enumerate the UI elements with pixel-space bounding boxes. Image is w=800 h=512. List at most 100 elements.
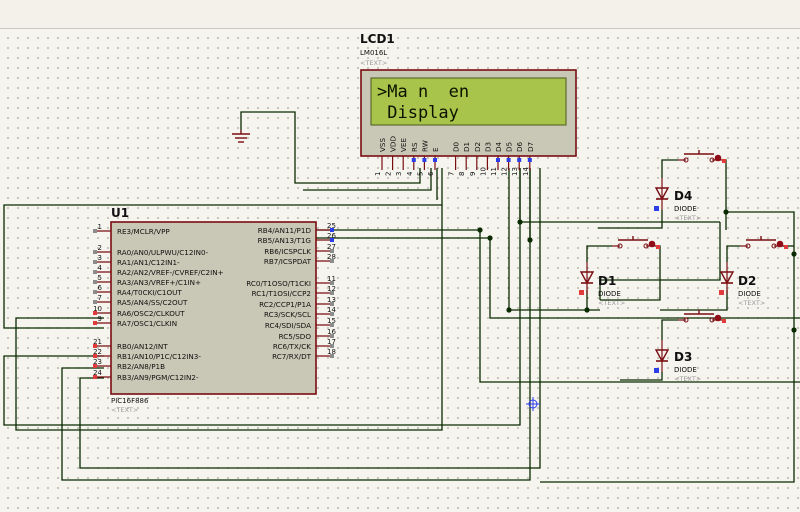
mcu-pin-number: 2: [98, 244, 102, 252]
mcu-pin-label: RB2/AN8/P1B: [117, 362, 165, 371]
diode-part-name: DIODE: [674, 205, 697, 213]
lcd-part-name: LM016L: [360, 49, 387, 57]
lcd-pin-name: VDD: [389, 136, 398, 152]
button-pin-state: [722, 319, 726, 323]
mcu-body: [110, 221, 317, 395]
lcd-pin-number: 5: [416, 172, 424, 176]
rb4-wire: [316, 229, 800, 383]
mcu-pin-state: [330, 302, 334, 306]
mcu-pin-state: [93, 250, 97, 254]
mcu-pin-state: [330, 228, 334, 232]
mcu-pin-state: [93, 229, 97, 233]
d4-down: [598, 210, 663, 229]
mcu-pin-state: [330, 281, 334, 285]
mcu-pin-number: 21: [93, 338, 102, 346]
mcu-pin-number: 11: [327, 275, 336, 283]
mcu-pin-number: 6: [98, 284, 103, 292]
mcu-pin-label: RA7/OSC1/CLKIN: [117, 319, 177, 328]
lcd-module[interactable]: >Ma n en Display LCD1 LM016L <TEXT> VSS1…: [360, 32, 577, 176]
pushbutton-1[interactable]: [678, 150, 726, 163]
junctions: [477, 209, 797, 333]
button-indicator-icon: [776, 240, 784, 248]
lcd-pin-name: D1: [462, 142, 471, 152]
lcd-screen: [370, 77, 567, 126]
lcd-pin-number: 13: [511, 167, 519, 176]
diode-symbol-icon: [719, 271, 735, 285]
button-indicator-icon: [714, 314, 722, 322]
mcu-pin-label: RB5/AN13/T1G: [258, 236, 311, 245]
diode-reference: D4: [674, 189, 692, 203]
button-indicator-icon: [714, 154, 722, 162]
lcd-line-2: Display: [377, 103, 459, 123]
lcd-pin-state: [517, 158, 522, 162]
pushbutton-2[interactable]: [612, 236, 660, 249]
mcu-pin-label: RA1/AN1/C12IN1-: [117, 258, 180, 267]
mcu-pin-number: 26: [327, 232, 336, 240]
mcu-pin-number: 25: [327, 222, 336, 230]
mcu-pin-number: 27: [327, 243, 336, 251]
mcu-pin-number: 3: [98, 254, 102, 262]
mcu-pin-label: RC4/SDI/SDA: [265, 321, 311, 330]
d4-branch: [661, 159, 678, 178]
mcu-pin-label: RB0/AN12/INT: [117, 342, 168, 351]
mcu-pin-label: RC0/T1OSO/T1CKI: [246, 279, 311, 288]
mcu-pin-label: RC2/CCP1/P1A: [259, 300, 311, 309]
mcu-pin-state: [93, 344, 97, 348]
rb5-wire: [316, 237, 800, 319]
mcu-pin-number: 14: [327, 306, 336, 314]
mcu-pin-number: 9: [98, 315, 102, 323]
mcu-pin-label: RA2/AN2/VREF-/CVREF/C2IN+: [117, 268, 224, 277]
mcu-pin-state: [93, 321, 97, 325]
lcd-pin-number: 9: [469, 172, 477, 176]
mcu-pin-label: RE3/MCLR/VPP: [117, 227, 170, 236]
rb2-wire: [61, 168, 531, 481]
mcu-pin-state: [330, 259, 334, 263]
mcu-pin-state: [93, 260, 97, 264]
diode-text-placeholder: <TEXT>: [598, 299, 625, 307]
diode-pin-state: [654, 368, 659, 373]
lcd-pin-name: D5: [505, 142, 514, 152]
button-pin-state: [722, 159, 726, 163]
mcu-pin-label: RC3/SCK/SCL: [264, 310, 311, 319]
mcu-pin-label: RB1/AN10/P1C/C12IN3-: [117, 352, 201, 361]
lcd-pin-name: D2: [473, 142, 482, 152]
mcu-pin-state: [93, 354, 97, 358]
mcu-pin-number: 7: [98, 294, 102, 302]
lcd-pin-name: RW: [420, 140, 429, 152]
pushbutton-3[interactable]: [740, 236, 788, 249]
mcu-pin-number: 10: [93, 305, 102, 313]
mcu-pin-number: 22: [93, 348, 102, 356]
lcd-pin-state: [422, 158, 427, 162]
rs-wire: [303, 168, 432, 191]
lcd-pin-number: 2: [385, 172, 393, 176]
pushbutton-4[interactable]: [678, 310, 726, 323]
rb3-wire: [79, 168, 541, 469]
mcu-pin-label: RA3/AN3/VREF+/C1IN+: [117, 278, 201, 287]
button-pin-state: [656, 245, 660, 249]
mcu-part-name: PIC16F886: [111, 397, 149, 405]
mcu-pin-number: 12: [327, 285, 336, 293]
lcd-pin-state: [411, 158, 416, 162]
lcd-reference: LCD1: [360, 32, 395, 46]
lcd-pin-state: [506, 158, 511, 162]
mcu-pin-state: [93, 364, 97, 368]
mcu-pin-state: [330, 323, 334, 327]
mcu-pin-state: [93, 280, 97, 284]
mcu-right-pins: 25RB4/AN11/P1D26RB5/AN13/T1G27RB6/ICSPCL…: [246, 222, 336, 361]
diode-pin-state: [654, 206, 659, 211]
lcd-pin-name: VSS: [378, 138, 387, 152]
d3-down: [620, 372, 663, 381]
mcu-pin-number: 4: [98, 264, 103, 272]
lcd-pin-name: E: [431, 147, 440, 152]
lcd-pin-number: 8: [458, 172, 466, 176]
mcu-reference: U1: [111, 206, 129, 220]
